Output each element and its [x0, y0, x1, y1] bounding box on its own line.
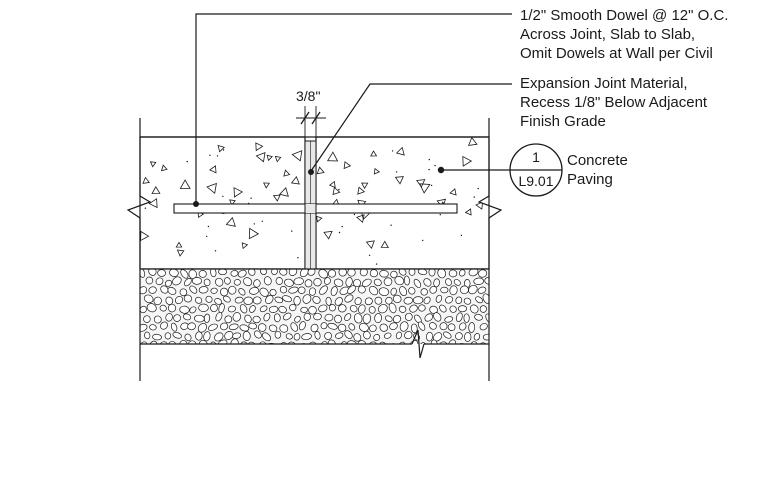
- joint-width-dimension: [296, 106, 326, 138]
- concrete-paving-leader: [437, 166, 510, 174]
- dowel-callout-note: 1/2" Smooth Dowel @ 12" O.C. Across Join…: [520, 6, 728, 63]
- concrete-slab-right: [315, 136, 503, 270]
- concrete-aggregate-hatch-left: [140, 142, 303, 259]
- concrete-paving-callout-note: Concrete Paving: [567, 151, 628, 189]
- expansion-joint-callout-note: Expansion Joint Material, Recess 1/8" Be…: [520, 74, 707, 131]
- aggregate-base-course: [140, 268, 489, 359]
- expansion-joint-callout-line-2: Recess 1/8" Below Adjacent: [520, 94, 708, 111]
- concrete-slab-left: [126, 136, 306, 270]
- expansion-joint-callout-line-1: Expansion Joint Material,: [520, 75, 688, 92]
- dowel-callout-line-3: Omit Dowels at Wall per Civil: [520, 45, 713, 62]
- joint-width-dimension-label: 3/8": [296, 88, 321, 104]
- detail-reference-bubble: [509, 143, 563, 197]
- expansion-joint-callout-line-3: Finish Grade: [520, 113, 606, 130]
- concrete-paving-callout-line-1: Concrete: [567, 152, 628, 169]
- detail-number: 1: [532, 149, 540, 165]
- dowel-callout-line-1: 1/2" Smooth Dowel @ 12" O.C.: [520, 7, 729, 24]
- detail-sheet-number: L9.01: [518, 173, 554, 189]
- concrete-paving-callout-line-2: Paving: [567, 171, 613, 188]
- dowel-leader: [193, 13, 512, 207]
- dowel-callout-line-2: Across Joint, Slab to Slab,: [520, 26, 696, 43]
- expansion-joint-leader: [308, 83, 512, 175]
